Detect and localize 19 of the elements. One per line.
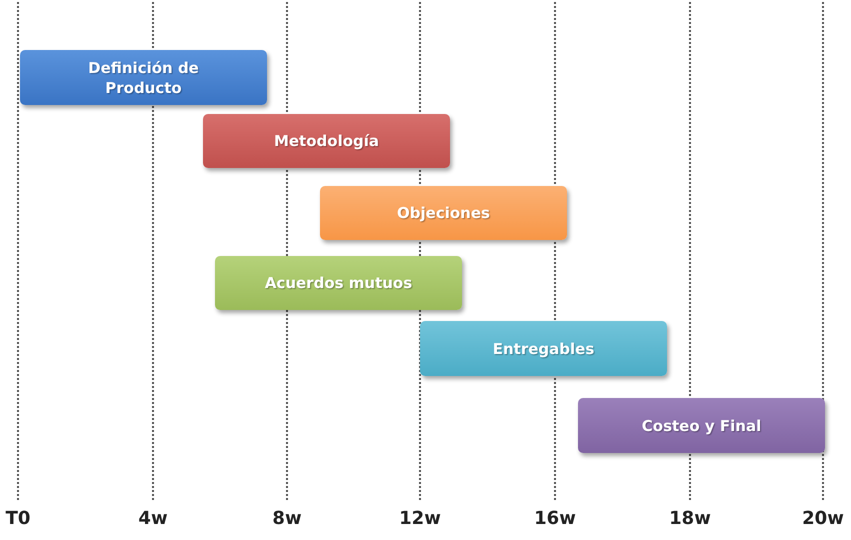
task-label: Metodología bbox=[274, 131, 380, 151]
task-bar bbox=[20, 50, 267, 105]
task-label: Costeo y Final bbox=[642, 416, 762, 436]
task-bar bbox=[578, 398, 825, 453]
task-bar bbox=[203, 114, 450, 168]
axis-tick-label: 16w bbox=[534, 508, 576, 529]
axis-tick-label: 8w bbox=[272, 508, 302, 529]
task-label: Acuerdos mutuos bbox=[264, 273, 412, 293]
axis-tick-label: 20w bbox=[802, 508, 844, 529]
task-bar bbox=[320, 186, 567, 240]
axis-tick-label: 4w bbox=[138, 508, 168, 529]
axis-tick-label: 12w bbox=[399, 508, 441, 529]
task-label: Definición de Producto bbox=[87, 58, 200, 98]
task-label: Entregables bbox=[492, 338, 594, 358]
axis-tick-label: T0 bbox=[6, 508, 30, 529]
task-label: Objeciones bbox=[397, 203, 490, 223]
axis-tick-label: 18w bbox=[669, 508, 711, 529]
task-bar bbox=[215, 256, 462, 310]
task-bar bbox=[420, 321, 667, 376]
